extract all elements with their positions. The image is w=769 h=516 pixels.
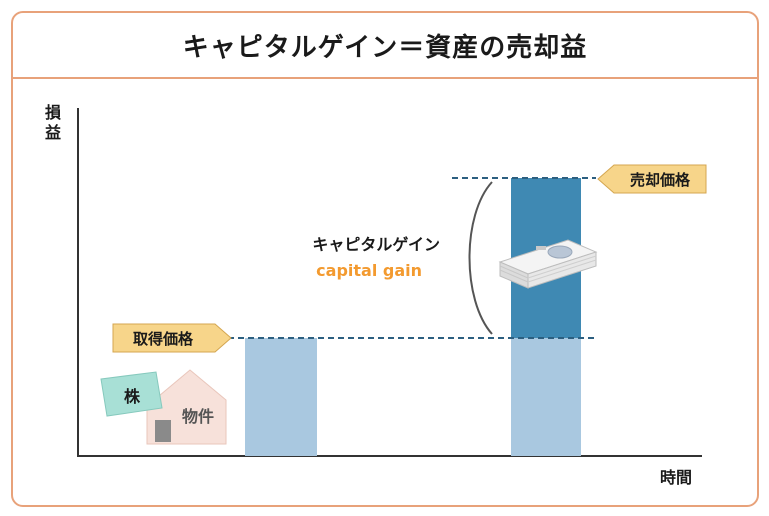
stock-card-icon: 株	[100, 371, 163, 417]
purchase-price-tag	[112, 323, 232, 353]
purchase-bar	[245, 338, 317, 456]
stock-label: 株	[124, 387, 141, 406]
sale-bar-base	[511, 338, 581, 456]
y-axis-label-2: 益	[45, 123, 61, 142]
sale-price-label: 売却価格	[630, 171, 691, 189]
property-label: 物件	[182, 407, 214, 426]
house-icon: 物件	[146, 369, 227, 445]
page-title: キャピタルゲイン＝資産の売却益	[13, 13, 757, 79]
x-axis-label: 時間	[660, 468, 692, 487]
gain-label-en: capital gain	[316, 261, 422, 280]
y-axis-label-1: 損	[45, 103, 62, 122]
gain-bracket	[468, 181, 493, 335]
gain-label-jp: キャピタルゲイン	[312, 235, 440, 254]
sale-price-tag	[597, 164, 707, 194]
diagram-card: キャピタルゲイン＝資産の売却益	[11, 11, 759, 507]
house-door	[155, 420, 171, 442]
banknote-stack-icon	[498, 239, 598, 289]
purchase-price-label: 取得価格	[133, 330, 194, 348]
